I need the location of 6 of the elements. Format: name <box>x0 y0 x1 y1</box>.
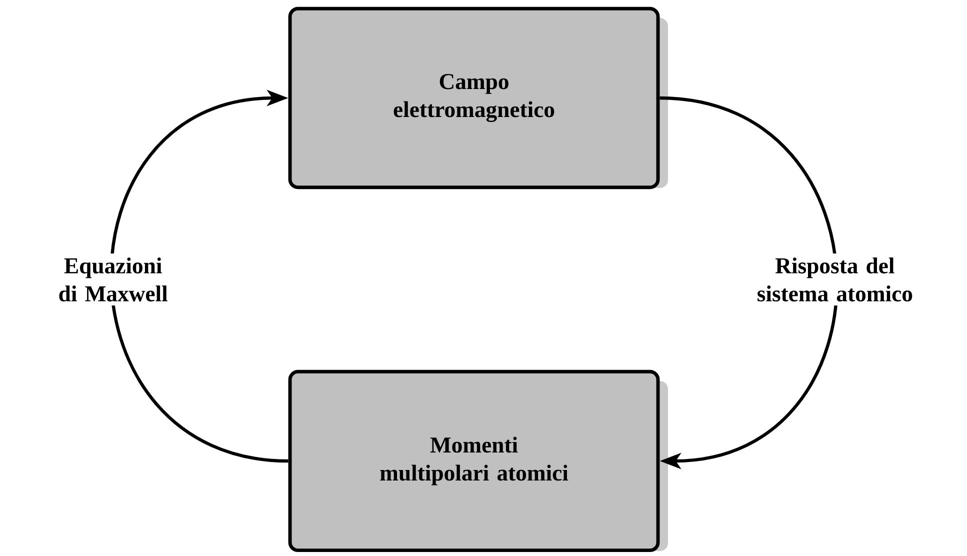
edge-label: Equazioni di Maxwell <box>59 258 168 302</box>
process-box: Campo elettromagnetico <box>288 6 668 190</box>
arrow <box>110 90 288 463</box>
process-box: Momenti multipolari atomici <box>288 370 668 552</box>
arrow <box>660 96 838 470</box>
edge-label: Risposta del sistema atomico <box>758 258 912 302</box>
